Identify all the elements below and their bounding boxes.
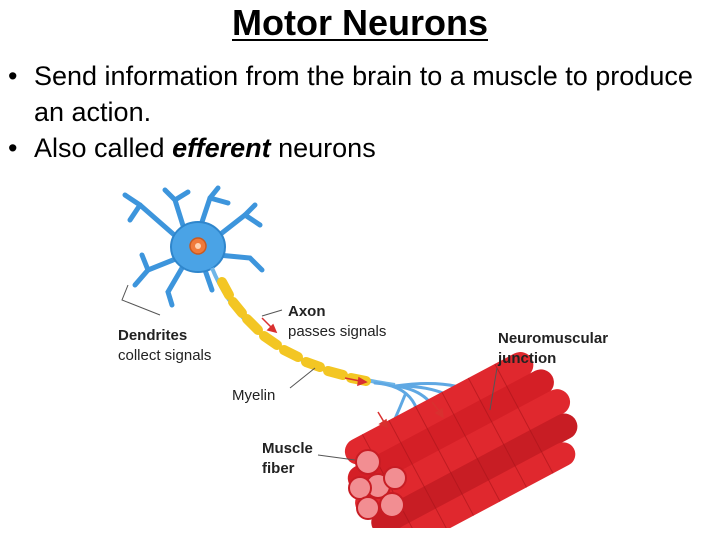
bullet-item-1: • Send information from the brain to a m… — [8, 58, 708, 130]
bullet-list: • Send information from the brain to a m… — [8, 58, 708, 166]
bullet-text-1: Send information from the brain to a mus… — [34, 61, 693, 127]
muscle-label-line2: fiber — [262, 460, 295, 477]
slide-title: Motor Neurons — [0, 2, 720, 44]
bullet-text-2-em: efferent — [172, 133, 271, 163]
slide-title-text: Motor Neurons — [232, 2, 488, 43]
bullet-dot: • — [8, 61, 18, 91]
signal-arrows — [261, 317, 444, 429]
myelin-label: Myelin — [232, 387, 275, 404]
myelin-sheath — [217, 277, 371, 386]
axon-sublabel: passes signals — [288, 323, 386, 340]
muscle-label-line1: Muscle — [262, 440, 313, 457]
bullet-dot: • — [8, 133, 18, 163]
dendrites-sublabel: collect signals — [118, 347, 211, 364]
motor-neuron-diagram: Axon passes signals Dendrites collect si… — [118, 185, 608, 528]
dendrites-label: Dendrites — [118, 327, 187, 344]
leader-lines — [121, 284, 498, 461]
dendrites — [122, 185, 265, 308]
bullet-text-2-post: neurons — [270, 133, 376, 163]
nmj-label-line1: Neuromuscular — [498, 330, 608, 347]
nmj-label-line2: junction — [497, 350, 556, 367]
bullet-item-2: • Also called efferent neurons — [8, 130, 708, 166]
nucleolus — [195, 243, 201, 249]
axon-label: Axon — [288, 303, 326, 320]
bullet-text-2-pre: Also called — [34, 133, 173, 163]
muscle-fiber-bundle — [344, 352, 578, 528]
